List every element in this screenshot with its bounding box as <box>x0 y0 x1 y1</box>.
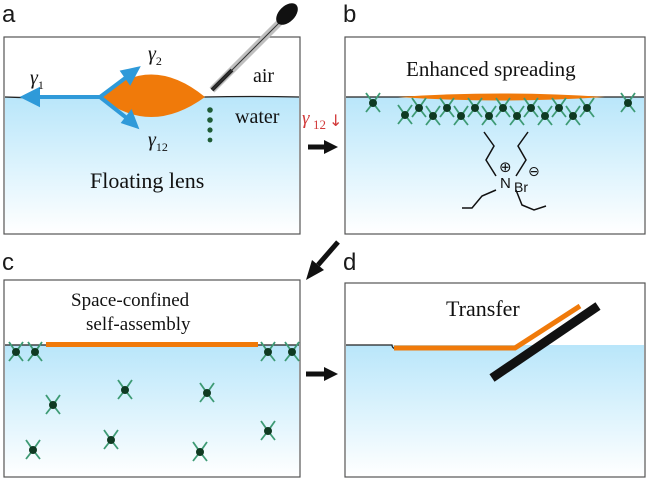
panel-a <box>3 3 301 235</box>
right-arrow-icon <box>306 367 338 381</box>
panel-b <box>344 36 646 235</box>
panel-letter-b: b <box>343 1 357 28</box>
ammonium-structure <box>462 131 547 211</box>
diagonal-arrow-icon <box>306 240 340 280</box>
right-arrow-icon <box>308 140 338 154</box>
floating-lens <box>100 74 205 117</box>
confined-film <box>46 342 258 347</box>
panel-letter-d: d <box>343 249 357 276</box>
air-label: air <box>253 65 275 87</box>
substrate-plate-icon <box>489 302 601 382</box>
decrease-arrow-icon: ↓ <box>329 111 342 130</box>
panel-letter-a: a <box>2 1 16 28</box>
gamma1-label: γ1 <box>30 67 44 92</box>
drops <box>207 107 213 143</box>
panel-letter-c: c <box>2 249 14 276</box>
transferred-film <box>394 303 582 351</box>
space-confined-title-line2: self-assembly <box>86 314 191 335</box>
gamma12-decrease-symbol: γ <box>302 108 310 129</box>
nitrogen-atom-label: N <box>500 175 511 192</box>
transfer-title: Transfer <box>446 296 520 321</box>
gamma12-decrease-sub: 12 <box>313 117 326 132</box>
space-confined-title-line1: Space-confined <box>71 290 190 311</box>
floating-lens-caption: Floating lens <box>90 168 205 193</box>
bromide-charge-icon: ⊖ <box>528 164 540 180</box>
panel-c <box>3 279 301 478</box>
dropper-icon <box>209 3 298 93</box>
enhanced-spreading-title: Enhanced spreading <box>406 57 576 81</box>
tension-arrows <box>19 66 141 130</box>
water-label: water <box>235 106 280 128</box>
panel-d <box>344 282 646 478</box>
ammonium-charge-icon: ⊕ <box>499 158 512 176</box>
bromide-label: Br <box>514 179 528 195</box>
gamma2-label: γ2 <box>148 43 162 68</box>
gamma12-label: γ12 <box>148 129 168 154</box>
